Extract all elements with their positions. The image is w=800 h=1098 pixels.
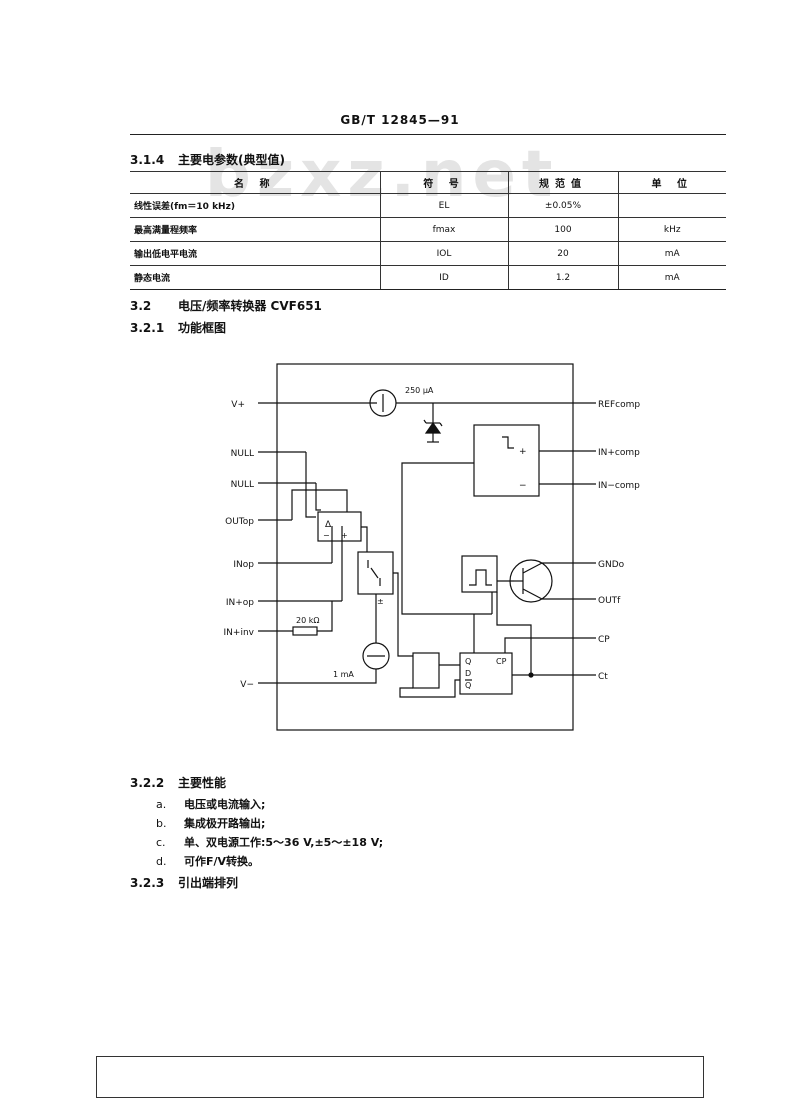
list-item: b. 集成极开路输出; xyxy=(156,815,265,831)
list-item: a. 电压或电流输入; xyxy=(156,796,265,812)
functional-block-diagram: 250 μA + − 20 kΩ Δ − + ± 1 mA Q D xyxy=(224,363,640,731)
cell-name: 输出低电平电流 xyxy=(130,241,380,266)
flipflop-q: Q xyxy=(465,657,471,666)
comparator-minus: − xyxy=(519,481,527,491)
column-header-symbol: 符 号 xyxy=(379,171,508,194)
cell-unit: mA xyxy=(617,241,726,266)
section-3-2-heading: 3.2 电压/频率转换器 CVF651 xyxy=(130,297,322,314)
oneshot-block xyxy=(412,652,440,689)
cell-unit xyxy=(617,193,726,218)
cell-symbol: fmax xyxy=(379,217,508,242)
chip-outline xyxy=(276,363,574,731)
output-transistor-icon xyxy=(509,559,553,603)
pin-null-2: NULL xyxy=(231,480,254,490)
pin-vminus: V− xyxy=(240,680,254,690)
list-text: 单、双电源工作:5～36 V,±5～±18 V; xyxy=(184,836,384,849)
pin-null-1: NULL xyxy=(231,449,254,459)
table-row: 最高满量程频率 fmax 100 kHz xyxy=(130,217,726,242)
column-header-name: 名 称 xyxy=(130,171,380,194)
list-marker: a. xyxy=(156,798,167,811)
section-title: 主要性能 xyxy=(178,776,227,790)
pin-in-plus-comp: IN+comp xyxy=(598,448,640,458)
switch-ground-symbol: ± xyxy=(377,597,384,606)
pin-out-op: OUTop xyxy=(225,517,254,527)
pin-in-plus-op: IN+op xyxy=(226,598,254,608)
list-marker: c. xyxy=(156,836,166,849)
column-header-value: 规范值 xyxy=(507,171,618,194)
comparator-plus: + xyxy=(519,447,527,457)
column-header-unit: 单 位 xyxy=(617,171,726,194)
section-title: 引出端排列 xyxy=(178,876,239,890)
section-3-2-3-heading: 3.2.3 引出端排列 xyxy=(130,874,238,891)
list-text: 电压或电流输入; xyxy=(184,798,266,811)
section-title: 电压/频率转换器 CVF651 xyxy=(178,299,322,313)
pin-ref-comp: REFcomp xyxy=(598,400,640,410)
cell-value: 1.2 xyxy=(507,265,618,290)
section-title: 功能框图 xyxy=(178,321,227,335)
cell-unit: kHz xyxy=(617,217,726,242)
current-label-top: 250 μA xyxy=(405,386,434,395)
list-marker: b. xyxy=(156,817,167,830)
current-label-bottom: 1 mA xyxy=(333,670,354,679)
resistor-20k xyxy=(292,626,318,636)
comparator-block xyxy=(473,424,540,497)
pin-in-inv: IN+inv xyxy=(224,628,255,638)
pin-gnd-o: GNDo xyxy=(598,560,625,570)
cell-symbol: ID xyxy=(379,265,508,290)
cell-value: 20 xyxy=(507,241,618,266)
switch-block xyxy=(357,551,394,595)
cell-value: ±0.05% xyxy=(507,193,618,218)
section-number: 3.1.4 xyxy=(130,153,165,167)
header-rule xyxy=(130,134,726,135)
section-number: 3.2.2 xyxy=(130,776,165,790)
section-3-2-2-heading: 3.2.2 主要性能 xyxy=(130,774,226,791)
pin-in-op: INop xyxy=(233,560,254,570)
flipflop-cp: CP xyxy=(496,657,507,666)
section-number: 3.2.3 xyxy=(130,876,165,890)
flipflop-block xyxy=(459,652,513,695)
next-page-frame xyxy=(96,1056,704,1098)
cell-symbol: IOL xyxy=(379,241,508,266)
table-row: 静态电流 ID 1.2 mA xyxy=(130,265,726,290)
table-row: 线性误差(fm＝10 kHz) EL ±0.05% xyxy=(130,193,726,218)
cell-value: 100 xyxy=(507,217,618,242)
table-header-row: 名 称 符 号 规范值 单 位 xyxy=(130,171,726,194)
opamp-minus: − xyxy=(323,531,330,540)
flipflop-d: D xyxy=(465,669,471,678)
cell-symbol: EL xyxy=(379,193,508,218)
parameters-table: 名 称 符 号 规范值 单 位 线性误差(fm＝10 kHz) EL ±0.05… xyxy=(130,171,726,290)
section-3-1-4-heading: 3.1.4 主要电参数(典型值) xyxy=(130,151,285,168)
list-text: 可作F/V转换。 xyxy=(184,855,260,868)
cell-unit: mA xyxy=(617,265,726,290)
pin-vplus: V+ xyxy=(231,400,245,410)
flipflop-qbar: Q xyxy=(465,681,471,690)
pin-in-minus-comp: IN−comp xyxy=(598,481,640,491)
section-number: 3.2 xyxy=(130,299,152,313)
list-marker: d. xyxy=(156,855,167,868)
cell-name: 静态电流 xyxy=(130,265,380,290)
opamp-symbol: Δ xyxy=(325,520,332,530)
pulse-block xyxy=(461,555,498,593)
section-3-2-1-heading: 3.2.1 功能框图 xyxy=(130,319,226,336)
opamp-plus: + xyxy=(341,531,348,540)
table-row: 输出低电平电流 IOL 20 mA xyxy=(130,241,726,266)
list-text: 集成极开路输出; xyxy=(184,817,266,830)
pin-out-f: OUTf xyxy=(598,596,621,606)
cell-name: 线性误差(fm＝10 kHz) xyxy=(130,193,380,218)
standard-number: GB/T 12845—91 xyxy=(340,113,460,127)
pin-ct: Ct xyxy=(598,672,608,682)
cell-name: 最高满量程频率 xyxy=(130,217,380,242)
section-title: 主要电参数(典型值) xyxy=(178,153,285,167)
zener-diode-icon xyxy=(424,421,442,434)
resistor-label: 20 kΩ xyxy=(296,616,319,625)
list-item: c. 单、双电源工作:5～36 V,±5～±18 V; xyxy=(156,834,383,850)
list-item: d. 可作F/V转换。 xyxy=(156,853,259,869)
section-number: 3.2.1 xyxy=(130,321,165,335)
pin-cp: CP xyxy=(598,635,610,645)
